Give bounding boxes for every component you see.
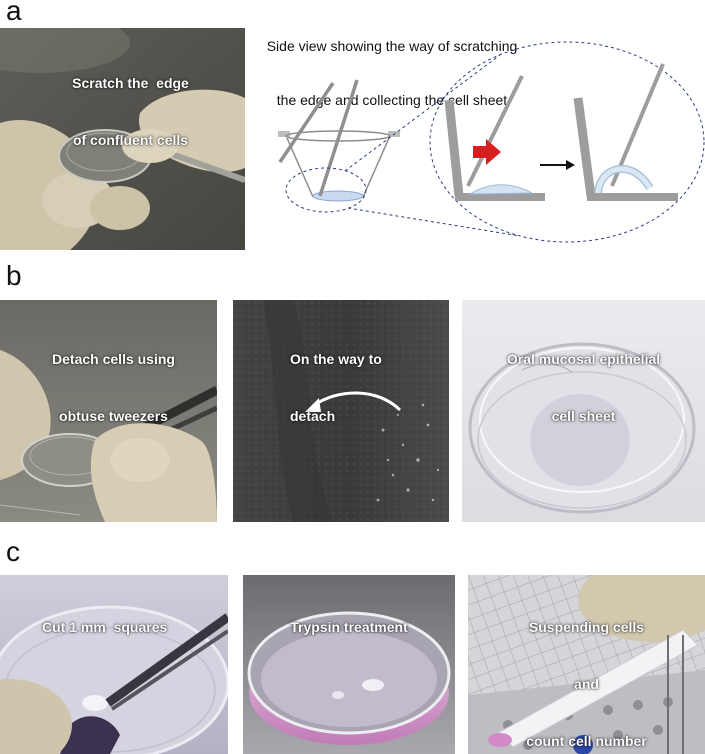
caption-line: detach xyxy=(290,408,336,424)
red-push-arrow-icon xyxy=(473,139,501,165)
photo-caption-on-the-way: On the way to detach xyxy=(290,312,382,464)
caption-line: Scratch the edge xyxy=(72,75,189,91)
panel-letter-c: c xyxy=(6,536,20,567)
scratch-step-2 xyxy=(573,63,678,201)
caption-line: Suspending cells xyxy=(528,619,645,635)
zoom-source-ellipse xyxy=(285,167,367,213)
caption-line: count cell number xyxy=(526,733,647,749)
photo-caption-cut: Cut 1 mm squares xyxy=(42,580,167,675)
side-view-caption-line-1: Side view showing the way of scratching xyxy=(266,38,518,54)
caption-line: Cut 1 mm squares xyxy=(42,619,168,635)
photo-detach-cells: Detach cells using obtuse tweezers xyxy=(0,300,217,522)
caption-line: and xyxy=(574,676,599,692)
zoom-line-bottom xyxy=(347,207,521,237)
caption-line: Oral mucosal epithelial xyxy=(506,351,661,367)
tweezers xyxy=(278,79,359,197)
photo-caption-trypsin: Trypsin treatment xyxy=(243,580,455,675)
side-view-caption: Side view showing the way of scratching … xyxy=(237,1,547,127)
caption-line: of confluent cells xyxy=(72,132,189,148)
caption-line: cell sheet xyxy=(551,408,616,424)
photo-scratch-edge: Scratch the edge of confluent cells xyxy=(0,28,245,250)
panel-letter-a: a xyxy=(6,0,22,26)
white-curved-arrow-icon xyxy=(305,391,402,412)
scratch-step-1 xyxy=(444,75,545,201)
caption-line: Detach cells using xyxy=(52,351,175,367)
black-next-arrow-icon xyxy=(540,160,575,170)
photo-cut-squares: Cut 1 mm squares xyxy=(0,575,228,754)
photo-trypsin-treatment: Trypsin treatment xyxy=(243,575,455,754)
photo-caption-cell-sheet: Oral mucosal epithelial cell sheet xyxy=(462,312,705,464)
zoom-ellipse xyxy=(429,41,705,243)
photo-caption-scratch: Scratch the edge of confluent cells xyxy=(0,36,245,188)
photo-caption-suspending: Suspending cells and count cell number xyxy=(468,580,705,754)
photo-cell-sheet-dish: Oral mucosal epithelial cell sheet xyxy=(462,300,705,522)
panel-letter-b: b xyxy=(6,260,22,291)
photo-suspending-cells: Suspending cells and count cell number xyxy=(468,575,705,754)
caption-line: On the way to xyxy=(290,351,382,367)
caption-line: Trypsin treatment xyxy=(290,619,408,635)
caption-line: obtuse tweezers xyxy=(59,408,168,424)
photo-caption-detach: Detach cells using obtuse tweezers xyxy=(0,312,217,464)
photo-microscopy-detaching: On the way to detach xyxy=(233,300,449,522)
zoom-line-top xyxy=(344,54,501,172)
side-view-diagram xyxy=(278,41,705,243)
cell-sheet-disc xyxy=(530,394,630,486)
